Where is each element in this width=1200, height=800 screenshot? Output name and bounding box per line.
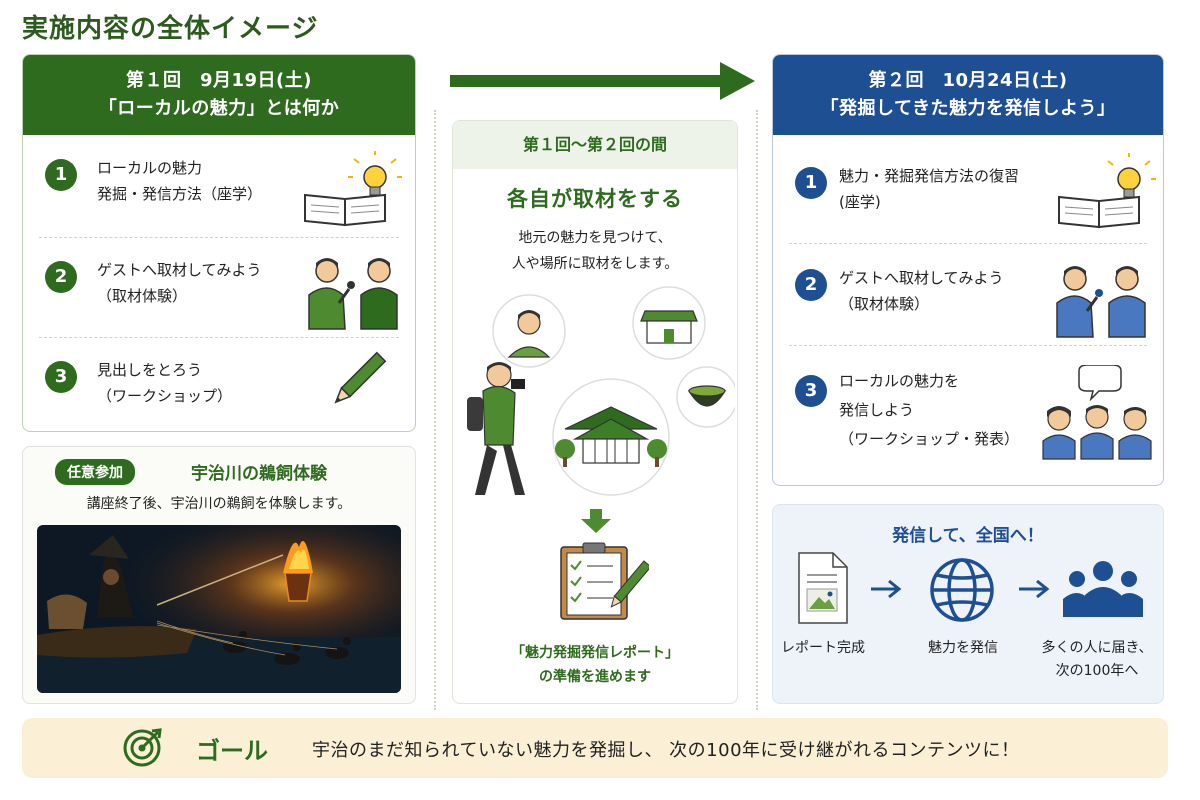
down-arrow-icon	[581, 509, 611, 533]
step-number: 2	[795, 269, 827, 301]
pencil-icon	[334, 351, 387, 404]
divider	[434, 110, 436, 710]
item-line: ゲストへ取材してみよう	[97, 261, 262, 279]
book-lightbulb-icon	[1058, 153, 1156, 229]
spread-step-publish: 魅力を発信	[928, 640, 998, 656]
session1-item-3: 3 見出しをとろう （ワークショップ）	[23, 343, 415, 431]
session1-header: 第１回 9月19日(土) 「ローカルの魅力」とは何か	[23, 55, 415, 135]
item-line: 発掘・発信方法（座学）	[97, 185, 263, 203]
spread-step-report: レポート完成	[781, 640, 865, 656]
page-title: 実施内容の全体イメージ	[22, 14, 319, 44]
optional-card: 任意参加 宇治川の鵜飼体験 講座終了後、宇治川の鵜飼を体験します。	[22, 446, 416, 704]
foot-line: 「魅力発掘発信レポート」	[511, 645, 679, 661]
session1-theme: 「ローカルの魅力」とは何か	[98, 98, 340, 119]
goal-banner: ゴール 宇治のまだ知られていない魅力を発掘し、 次の100年に受け継がれるコンテ…	[22, 718, 1168, 778]
item-line: 魅力・発掘発信方法の復習	[839, 167, 1020, 185]
cormorant-fishing-photo	[37, 525, 401, 693]
document-icon	[798, 552, 848, 624]
item-line: 発信しよう	[839, 401, 915, 419]
spread-card: 発信して、全国へ！ レポート完成 魅力を発信 多くの人に届き、	[772, 504, 1164, 704]
people-group-icon	[1063, 561, 1143, 617]
goal-label: ゴール	[196, 737, 268, 765]
session2-date: 第２回 10月24日(土)	[868, 70, 1068, 91]
step-number: 1	[45, 159, 77, 191]
item-line: ローカルの魅力を	[839, 372, 960, 390]
reach-line: 多くの人に届き、	[1041, 640, 1153, 656]
optional-badge: 任意参加	[55, 459, 135, 485]
divider	[756, 110, 758, 710]
between-header: 第１回〜第２回の間	[453, 121, 737, 169]
divider	[39, 237, 399, 238]
optional-title: 宇治川の鵜飼体験	[191, 464, 327, 484]
reach-line: 次の100年へ	[1055, 663, 1139, 679]
item-line: （取材体験）	[97, 287, 188, 305]
arrow-right-icon	[871, 579, 902, 599]
divider	[39, 337, 399, 338]
spread-title: 発信して、全国へ！	[892, 526, 1044, 546]
interview-icon	[1056, 266, 1146, 338]
session1-date: 第１回 9月19日(土)	[125, 70, 313, 91]
interview-icon	[308, 258, 398, 330]
arrow-right-icon	[1019, 579, 1050, 599]
item-line: （取材体験）	[839, 295, 930, 313]
between-card: 第１回〜第２回の間 各自が取材をする 地元の魅力を見つけて、 人や場所に取材をし…	[452, 120, 738, 704]
item-line: ローカルの魅力	[97, 159, 203, 177]
desc-line: 地元の魅力を見つけて、	[518, 230, 672, 246]
session2-item-2: 2 ゲストへ取材してみよう （取材体験）	[773, 249, 1163, 345]
step-number: 2	[45, 261, 77, 293]
session1-card: 第１回 9月19日(土) 「ローカルの魅力」とは何か 1 ローカルの魅力 発掘・…	[22, 54, 416, 432]
report-clipboard-icon	[560, 542, 649, 620]
foot-line: の準備を進めます	[539, 669, 651, 685]
session2-card: 第２回 10月24日(土) 「発掘してきた魅力を発信しよう」 1 魅力・発掘発信…	[772, 54, 1164, 486]
item-line: ゲストへ取材してみよう	[839, 269, 1004, 287]
step-number: 3	[795, 375, 827, 407]
group-discussion-icon	[1042, 365, 1152, 460]
item-line: 見出しをとろう	[97, 361, 203, 379]
step-number: 3	[45, 361, 77, 393]
session2-theme: 「発掘してきた魅力を発信しよう」	[820, 98, 1116, 119]
item-line: （ワークショップ・発表）	[839, 430, 1020, 448]
item-line: （ワークショップ）	[97, 387, 233, 405]
item-line: (座学)	[839, 193, 881, 211]
reporting-illustration	[467, 286, 735, 496]
session1-item-1: 1 ローカルの魅力 発掘・発信方法（座学）	[23, 147, 415, 237]
spread-step-reach: 多くの人に届き、 次の100年へ	[1031, 637, 1163, 683]
target-icon	[123, 728, 162, 767]
optional-desc: 講座終了後、宇治川の鵜飼を体験します。	[86, 496, 352, 512]
progress-arrow-icon	[450, 62, 755, 100]
session2-item-1: 1 魅力・発掘発信方法の復習 (座学)	[773, 147, 1163, 243]
photographer-icon	[467, 362, 525, 495]
between-foot: 「魅力発掘発信レポート」 の準備を進めます	[453, 641, 737, 689]
divider	[789, 345, 1147, 346]
divider	[789, 243, 1147, 244]
desc-line: 人や場所に取材をします。	[511, 256, 679, 272]
session2-item-3: 3 ローカルの魅力を 発信しよう （ワークショップ・発表）	[773, 351, 1163, 481]
between-desc: 地元の魅力を見つけて、 人や場所に取材をします。	[453, 225, 737, 277]
session1-item-2: 2 ゲストへ取材してみよう （取材体験）	[23, 243, 415, 337]
book-lightbulb-icon	[304, 151, 402, 227]
goal-text: 宇治のまだ知られていない魅力を発掘し、 次の100年に受け継がれるコンテンツに！	[312, 740, 1020, 761]
between-title: 各自が取材をする	[507, 187, 683, 211]
globe-icon	[930, 558, 994, 622]
step-number: 1	[795, 167, 827, 199]
session2-header: 第２回 10月24日(土) 「発掘してきた魅力を発信しよう」	[773, 55, 1163, 135]
